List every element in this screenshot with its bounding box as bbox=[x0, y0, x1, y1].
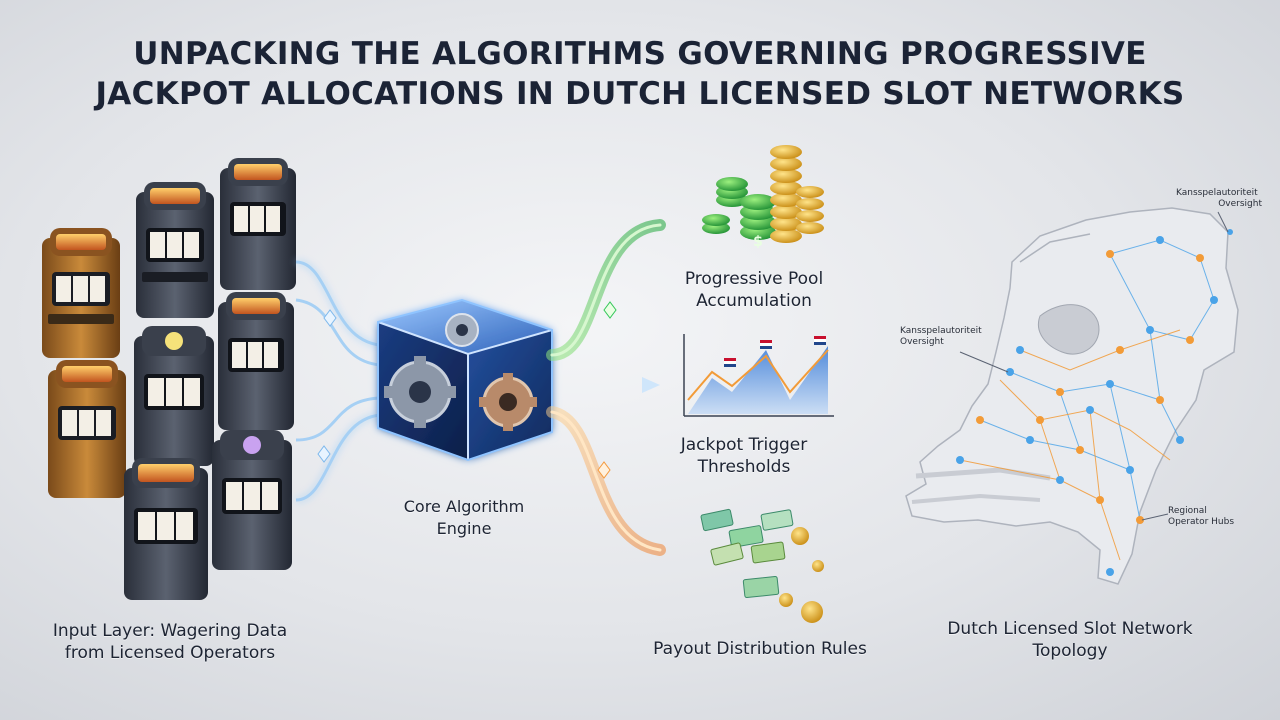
ijsselmeer bbox=[1038, 304, 1100, 355]
network-topology-label: Dutch Licensed Slot Network Topology bbox=[947, 619, 1193, 661]
oversight-pointer bbox=[1217, 211, 1229, 233]
gold-coin-stack bbox=[770, 145, 824, 243]
oversight-pointer bbox=[959, 351, 1009, 373]
flag-icon bbox=[814, 336, 826, 345]
gear-icon bbox=[479, 373, 537, 431]
oversight-annotation-top: Kansspelautoriteit Oversight bbox=[1176, 188, 1262, 209]
coin-stacks-icon: $ bbox=[702, 145, 824, 250]
slot-machine bbox=[134, 326, 214, 466]
regional-hubs-annotation: Regional Operator Hubs bbox=[1168, 506, 1235, 527]
slot-machine bbox=[42, 228, 120, 358]
slot-machine bbox=[220, 158, 296, 290]
trigger-flow bbox=[552, 377, 660, 393]
trigger-flow-arrow bbox=[642, 377, 660, 393]
input-layer-label: Input Layer: Wagering Data from Licensed… bbox=[52, 621, 288, 663]
title-line-1: UNPACKING THE ALGORITHMS GOVERNING PROGR… bbox=[133, 36, 1147, 72]
jackpot-trigger-label: Jackpot Trigger Thresholds bbox=[680, 435, 808, 477]
slot-machine bbox=[124, 458, 208, 600]
slot-machine bbox=[212, 430, 292, 570]
flag-icon bbox=[724, 358, 736, 367]
slot-machine bbox=[48, 360, 126, 498]
green-coin-stack: $ bbox=[702, 177, 776, 250]
gear-icon bbox=[445, 313, 479, 347]
slot-machine bbox=[218, 292, 294, 430]
payout-rules-label: Payout Distribution Rules bbox=[653, 639, 867, 659]
network-nodes bbox=[956, 229, 1233, 576]
banknotes-icon bbox=[700, 508, 794, 599]
hubs-pointer bbox=[1141, 513, 1169, 521]
pool-flow bbox=[546, 219, 666, 361]
title-line-2: JACKPOT ALLOCATIONS IN DUTCH LICENSED SL… bbox=[95, 76, 1185, 112]
pool-flow-arrow bbox=[603, 301, 617, 319]
input-stream-arrows bbox=[317, 309, 337, 463]
payout-flow bbox=[546, 406, 666, 556]
core-engine-label: Core Algorithm Engine bbox=[403, 497, 525, 538]
gear-icon bbox=[384, 356, 456, 428]
slot-machine bbox=[136, 182, 214, 318]
input-data-streams bbox=[295, 260, 381, 502]
threshold-chart-icon bbox=[683, 334, 834, 417]
oversight-annotation-left: Kansspelautoriteit Oversight bbox=[900, 326, 982, 347]
payout-flow-arrow bbox=[597, 461, 611, 479]
netherlands-map bbox=[905, 207, 1239, 585]
slot-machines-cluster bbox=[42, 158, 296, 600]
svg-text:$: $ bbox=[753, 234, 763, 250]
gold-coins-icon bbox=[779, 527, 824, 623]
page-title: UNPACKING THE ALGORITHMS GOVERNING PROGR… bbox=[0, 34, 1280, 114]
progressive-pool-label: Progressive Pool Accumulation bbox=[684, 269, 824, 311]
flag-icon bbox=[760, 340, 772, 349]
